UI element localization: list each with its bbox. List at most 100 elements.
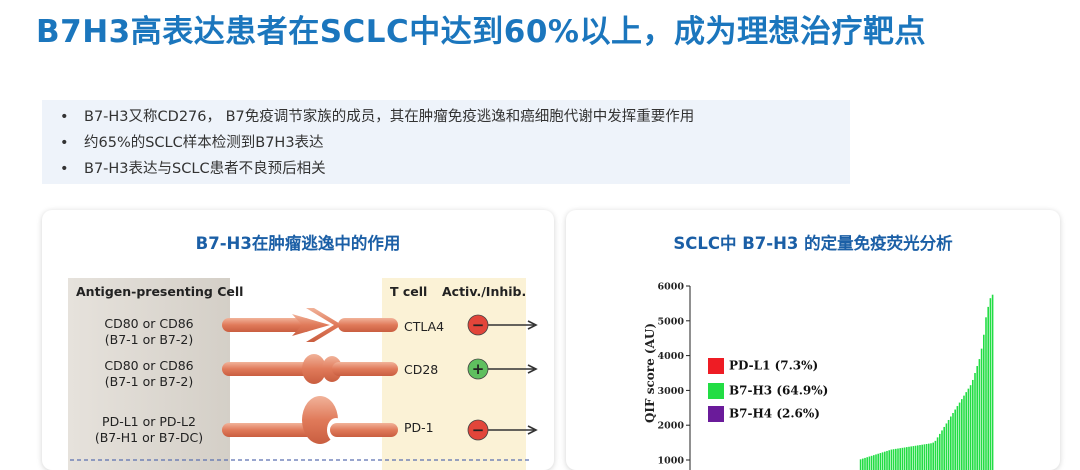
- bar-b7h3: [897, 449, 899, 470]
- bar-b7h3: [902, 448, 904, 470]
- bullet-item: • 约65%的SCLC样本检测到B7H3表达: [42, 130, 850, 156]
- effect-pd1: −: [468, 420, 536, 440]
- bar-b7h3: [974, 373, 976, 470]
- effect-sign: +: [472, 360, 485, 378]
- bar-b7h3: [895, 449, 897, 470]
- bar-b7h3: [888, 450, 890, 470]
- bar-b7h3: [880, 453, 882, 470]
- bullet-list: • B7-H3又称CD276， B7免疫调节家族的成员，其在肿瘤免疫逃逸和癌细胞代…: [42, 100, 850, 184]
- bar-b7h3: [910, 446, 912, 470]
- bar-b7h3: [939, 434, 941, 470]
- bar-b7h3: [985, 317, 987, 470]
- binding-diagram: − + −: [42, 210, 554, 470]
- bar-b7h3: [943, 427, 945, 470]
- effect-sign: −: [472, 316, 485, 334]
- bar-b7h3: [979, 359, 981, 470]
- y-tick-label: 4000: [658, 351, 685, 362]
- bar-b7h3: [981, 349, 983, 470]
- bar-b7h3: [968, 389, 970, 470]
- effect-ctla4: −: [468, 315, 536, 335]
- legend-label: B7-H3 (64.9%): [729, 384, 828, 398]
- bar-b7h3: [871, 456, 873, 470]
- bar-b7h3: [921, 445, 923, 470]
- bar-b7h3: [884, 452, 886, 470]
- bar-b7h3: [926, 444, 928, 470]
- legend-swatch: [708, 406, 724, 422]
- legend-item-pdl1: PD-L1 (7.3%): [708, 358, 818, 374]
- legend-label: B7-H4 (2.6%): [729, 407, 820, 421]
- bar-b7h3: [924, 444, 926, 470]
- bar-b7h3: [983, 335, 985, 470]
- bullet-dot: •: [60, 104, 69, 130]
- receptor-rod: [332, 362, 398, 376]
- bar-b7h3: [972, 380, 974, 470]
- bar-b7h3: [917, 445, 919, 470]
- bar-b7h3: [869, 457, 871, 470]
- y-tick-label: 1000: [658, 456, 685, 467]
- binding-pd1-row: [222, 396, 398, 444]
- binding-cd28-row: [222, 354, 398, 384]
- bar-b7h3: [954, 410, 956, 470]
- y-tick-label: 5000: [658, 316, 685, 327]
- bullet-item: • B7-H3又称CD276， B7免疫调节家族的成员，其在肿瘤免疫逃逸和癌细胞代…: [42, 104, 850, 130]
- legend-swatch: [708, 358, 724, 374]
- bar-b7h3: [937, 437, 939, 470]
- immune-escape-card: B7-H3在肿瘤逃逸中的作用 Antigen-presenting Cell T…: [42, 210, 554, 470]
- bar-b7h3: [875, 454, 877, 470]
- y-tick-label: 6000: [658, 282, 685, 293]
- bullet-dot: •: [60, 156, 69, 182]
- bar-b7h3: [957, 406, 959, 470]
- bar-b7h3: [866, 457, 868, 470]
- bullet-text: B7-H3又称CD276， B7免疫调节家族的成员，其在肿瘤免疫逃逸和癌细胞代谢…: [84, 109, 694, 125]
- y-tick-label: 2000: [658, 421, 685, 432]
- bar-b7h3: [965, 392, 967, 470]
- receptor-rod: [338, 318, 398, 332]
- bar-b7h3: [963, 396, 965, 470]
- y-tick-label: 3000: [658, 386, 685, 397]
- bar-b7h3: [860, 459, 862, 470]
- legend-item-b7h4: B7-H4 (2.6%): [708, 406, 820, 422]
- bar-b7h3: [970, 385, 972, 470]
- bar-b7h3: [946, 423, 948, 470]
- bar-b7h3: [961, 399, 963, 470]
- bar-b7h3: [930, 443, 932, 470]
- bar-b7h3: [862, 459, 864, 470]
- receptor-rod: [330, 423, 398, 437]
- bar-b7h3: [928, 444, 930, 470]
- bar-b7h3: [932, 443, 934, 470]
- legend-item-b7h3: B7-H3 (64.9%): [708, 383, 828, 399]
- bar-b7h3: [886, 451, 888, 470]
- bar-b7h3: [941, 430, 943, 470]
- bar-b7h3: [976, 366, 978, 470]
- bar-b7h3: [882, 452, 884, 470]
- bullet-item: • B7-H3表达与SCLC患者不良预后相关: [42, 156, 850, 182]
- bar-b7h3: [992, 295, 994, 470]
- bar-b7h3: [906, 447, 908, 470]
- bar-b7h3: [935, 441, 937, 470]
- bullet-text: 约65%的SCLC样本检测到B7H3表达: [84, 135, 324, 151]
- bar-b7h3: [908, 447, 910, 470]
- bar-b7h3: [877, 454, 879, 470]
- bar-b7h3: [873, 455, 875, 470]
- effect-cd28: +: [468, 359, 536, 379]
- bar-b7h3: [899, 448, 901, 470]
- legend-swatch: [708, 383, 724, 399]
- effect-sign: −: [472, 421, 485, 439]
- bullet-dot: •: [60, 130, 69, 156]
- bar-b7h3: [950, 417, 952, 470]
- bar-b7h3: [919, 445, 921, 470]
- bullet-text: B7-H3表达与SCLC患者不良预后相关: [84, 161, 326, 177]
- bar-b7h3: [952, 413, 954, 470]
- bar-b7h3: [913, 446, 915, 470]
- bar-b7h3: [948, 420, 950, 470]
- bar-b7h3: [990, 298, 992, 470]
- page-title: B7H3高表达患者在SCLC中达到60%以上，成为理想治疗靶点: [36, 6, 926, 51]
- y-axis-label: QIF score (AU): [643, 323, 657, 423]
- binding-ctla4-row: [222, 308, 398, 342]
- legend-label: PD-L1 (7.3%): [729, 359, 818, 373]
- bar-b7h3: [915, 446, 917, 470]
- bar-b7h3: [987, 307, 989, 470]
- bar-b7h3: [904, 447, 906, 470]
